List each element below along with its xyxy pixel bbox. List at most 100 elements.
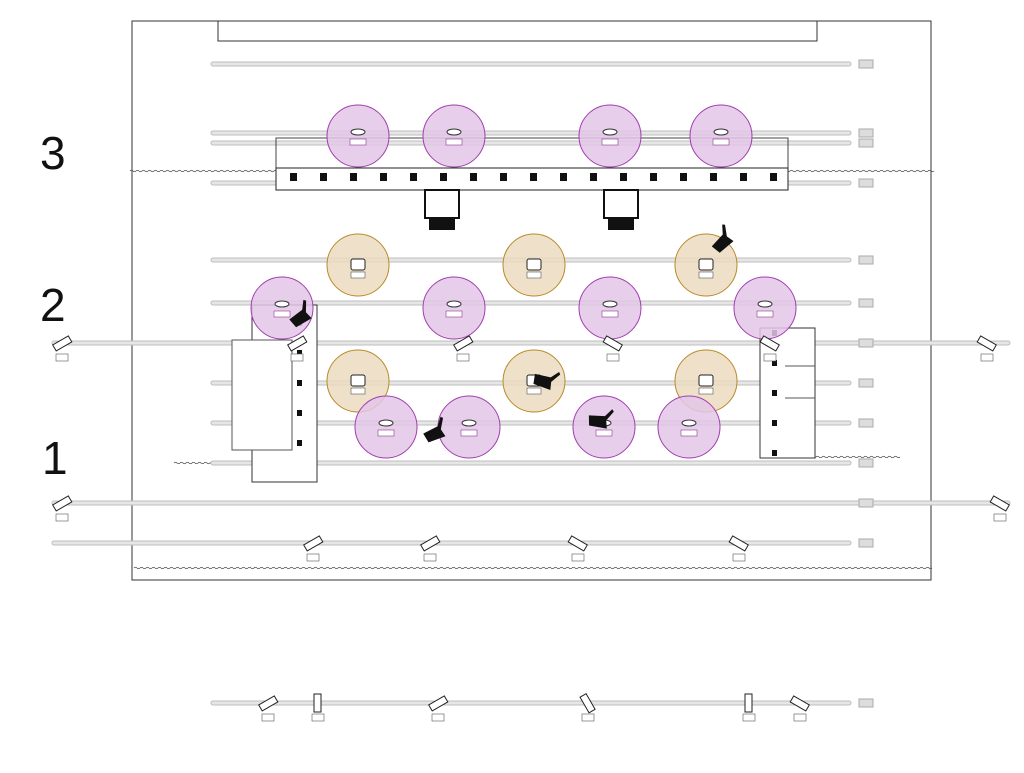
truss-node bbox=[500, 173, 507, 181]
moving-light-coverage bbox=[578, 276, 642, 340]
fresnel-icon bbox=[350, 374, 366, 387]
camera-body bbox=[759, 335, 780, 352]
fixture-tag bbox=[595, 429, 613, 437]
zone-label-3: 3 bbox=[40, 127, 66, 179]
fixture-tag bbox=[698, 271, 714, 279]
camera-icon bbox=[303, 535, 324, 562]
fixture-tag bbox=[712, 138, 730, 146]
camera-icon bbox=[420, 535, 441, 562]
camera-tag bbox=[311, 713, 325, 722]
lighting-pipe bbox=[210, 61, 852, 67]
pipe-tag bbox=[858, 128, 874, 138]
camera-tag bbox=[290, 353, 304, 362]
camera-icon bbox=[789, 695, 810, 722]
camera-tag bbox=[732, 553, 746, 562]
camera-tag bbox=[993, 513, 1007, 522]
camera-body bbox=[428, 695, 449, 712]
riser-node bbox=[772, 450, 777, 456]
truss-node bbox=[530, 173, 537, 181]
fixture-tag bbox=[350, 271, 366, 279]
moving-light-coverage bbox=[422, 104, 486, 168]
moving-light-coverage bbox=[354, 395, 418, 459]
camera-body bbox=[989, 495, 1010, 512]
camera-tag bbox=[261, 713, 275, 722]
truss-node bbox=[350, 173, 357, 181]
pipe-tag bbox=[858, 338, 874, 348]
camera-body bbox=[303, 535, 324, 552]
performer-icon bbox=[588, 409, 614, 429]
moving-light-icon bbox=[274, 300, 290, 308]
fresnel-icon bbox=[350, 258, 366, 271]
truss-node bbox=[410, 173, 417, 181]
camera-icon bbox=[311, 693, 325, 722]
truss-node bbox=[770, 173, 777, 181]
performer-icon bbox=[533, 371, 561, 391]
camera-body bbox=[789, 695, 810, 712]
screen bbox=[217, 20, 818, 42]
riser-node bbox=[297, 410, 302, 416]
moving-light-icon bbox=[757, 300, 773, 308]
fixture-tag bbox=[756, 310, 774, 318]
moving-light-coverage bbox=[733, 276, 797, 340]
fixture-tag bbox=[680, 429, 698, 437]
truss-node bbox=[380, 173, 387, 181]
fixture-tag bbox=[377, 429, 395, 437]
truss-node bbox=[710, 173, 717, 181]
camera-tag bbox=[980, 353, 994, 362]
monitor-icon bbox=[603, 189, 639, 219]
performer-icon bbox=[423, 416, 446, 443]
camera-icon bbox=[728, 535, 749, 562]
fixture-tag bbox=[273, 310, 291, 318]
camera-icon bbox=[428, 695, 449, 722]
fixture-tag bbox=[526, 387, 542, 395]
moving-light-icon bbox=[713, 128, 729, 136]
moving-light-icon bbox=[350, 128, 366, 136]
camera-icon bbox=[742, 693, 756, 722]
truss-node bbox=[620, 173, 627, 181]
monitor-icon bbox=[424, 189, 460, 219]
pipe-tag bbox=[858, 418, 874, 428]
pipe-tag bbox=[858, 298, 874, 308]
camera-body bbox=[579, 693, 596, 714]
fixture-tag bbox=[350, 387, 366, 395]
lighting-pipe bbox=[210, 300, 852, 306]
pipe-tag bbox=[858, 498, 874, 508]
moving-light-coverage bbox=[578, 104, 642, 168]
performer-icon bbox=[289, 299, 312, 328]
camera-body bbox=[453, 335, 474, 352]
truss-node bbox=[680, 173, 687, 181]
moving-light-coverage bbox=[437, 395, 501, 459]
pipe-tag bbox=[858, 458, 874, 468]
camera-tag bbox=[606, 353, 620, 362]
moving-light-coverage bbox=[689, 104, 753, 168]
truss-node bbox=[320, 173, 327, 181]
camera-tag bbox=[456, 353, 470, 362]
riser-right bbox=[759, 327, 816, 459]
pipe-tag bbox=[858, 538, 874, 548]
fixture-tag bbox=[601, 310, 619, 318]
curtain-line bbox=[133, 566, 933, 570]
camera-icon bbox=[287, 335, 308, 362]
zone-label-2: 2 bbox=[40, 279, 66, 331]
zone-label-1: 1 bbox=[42, 432, 68, 484]
pipe-tag bbox=[858, 59, 874, 69]
camera-body bbox=[567, 535, 588, 552]
camera-tag bbox=[763, 353, 777, 362]
camera-tag bbox=[55, 353, 69, 362]
truss-node bbox=[560, 173, 567, 181]
fixture-tag bbox=[526, 271, 542, 279]
truss-node bbox=[290, 173, 297, 181]
lighting-pipe bbox=[51, 500, 1011, 506]
lighting-pipe bbox=[210, 140, 852, 146]
pipe-tag bbox=[858, 178, 874, 188]
moving-light-coverage bbox=[326, 104, 390, 168]
fixture-tag bbox=[698, 387, 714, 395]
camera-tag bbox=[571, 553, 585, 562]
monitor-base bbox=[608, 218, 634, 230]
camera-tag bbox=[431, 713, 445, 722]
performer-icon bbox=[711, 224, 734, 253]
camera-body bbox=[420, 535, 441, 552]
pipe-tag bbox=[858, 698, 874, 708]
camera-icon bbox=[759, 335, 780, 362]
